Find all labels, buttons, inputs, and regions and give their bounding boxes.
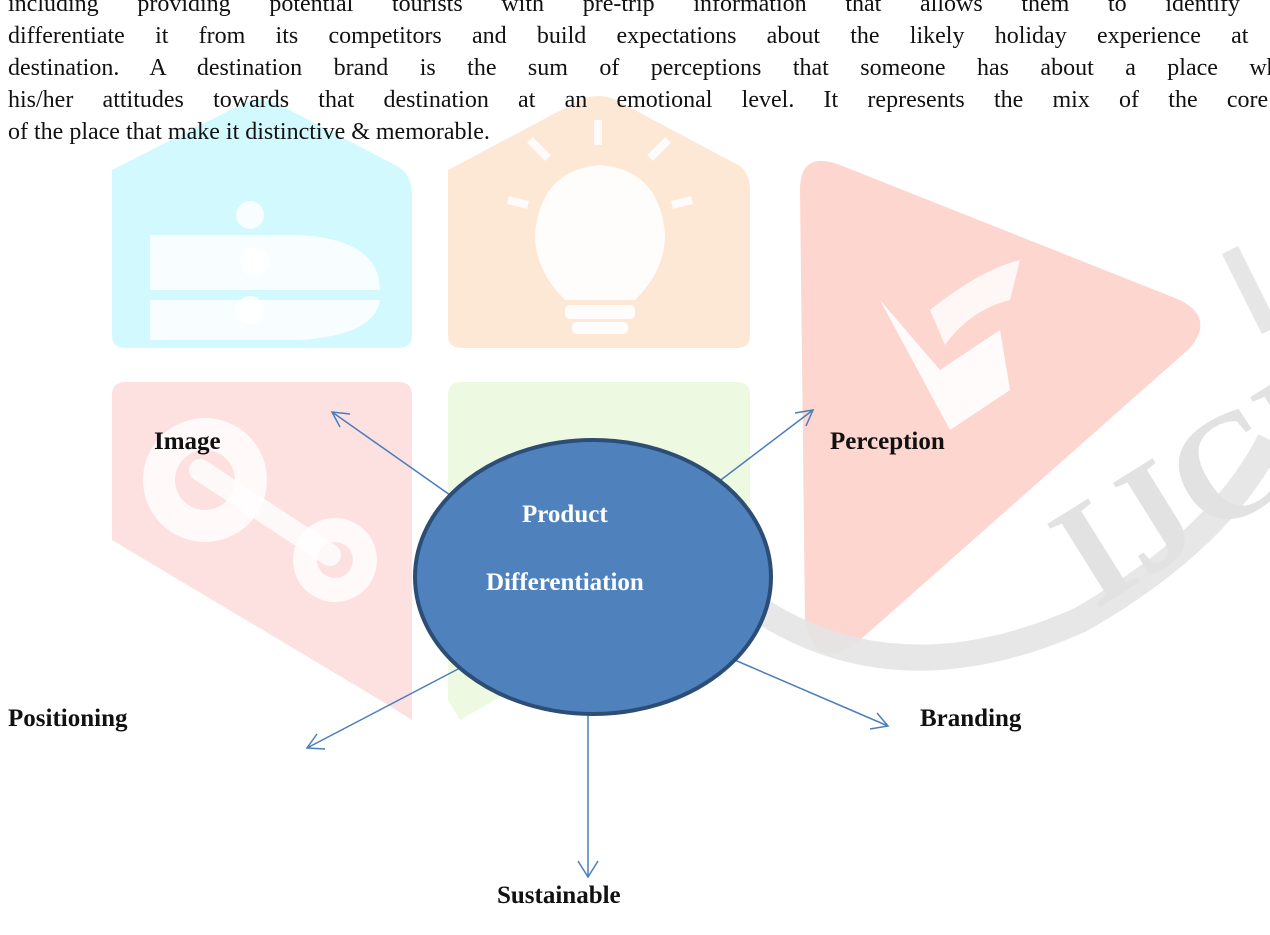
arrow-to-positioning [306, 667, 461, 749]
arrow-to-image-head [330, 411, 351, 428]
arrow-to-perception-head [794, 409, 815, 427]
book-play-icon [800, 160, 1201, 654]
node-image: Image [154, 428, 221, 455]
node-sustainable: Sustainable [497, 882, 621, 909]
node-positioning: Positioning [8, 705, 128, 732]
node-branding: Branding [920, 705, 1022, 732]
swoosh-arc [752, 434, 1270, 671]
paragraph-line-2: differentiate it from its competitors an… [8, 23, 1270, 49]
arrow-to-positioning-head [305, 733, 326, 750]
arrow-to-image [331, 411, 451, 496]
arrow-to-branding-head [869, 712, 890, 730]
paragraph-line-3: destination. A destination brand is the … [8, 55, 1270, 81]
arrow-to-sustainable-head [577, 860, 599, 879]
center-label-product: Product [522, 501, 608, 528]
paragraph-line-5: of the place that make it distinctive & … [8, 119, 490, 145]
paragraph-line-1: including providing potential tourists w… [8, 0, 1270, 17]
lightbulb-icon [448, 96, 750, 348]
paragraph-line-4: his/her attitudes towards that destinati… [8, 87, 1270, 113]
arrow-to-perception [704, 409, 814, 493]
center-label-differentiation: Differentiation [486, 569, 644, 596]
body-paragraph: including providing potential tourists w… [8, 0, 1270, 148]
arrow-to-branding [729, 657, 889, 727]
center-ellipse [413, 438, 773, 716]
node-perception: Perception [830, 428, 945, 455]
circuit-icon [112, 100, 412, 348]
arrows [305, 409, 890, 879]
gear-icon [112, 382, 412, 720]
